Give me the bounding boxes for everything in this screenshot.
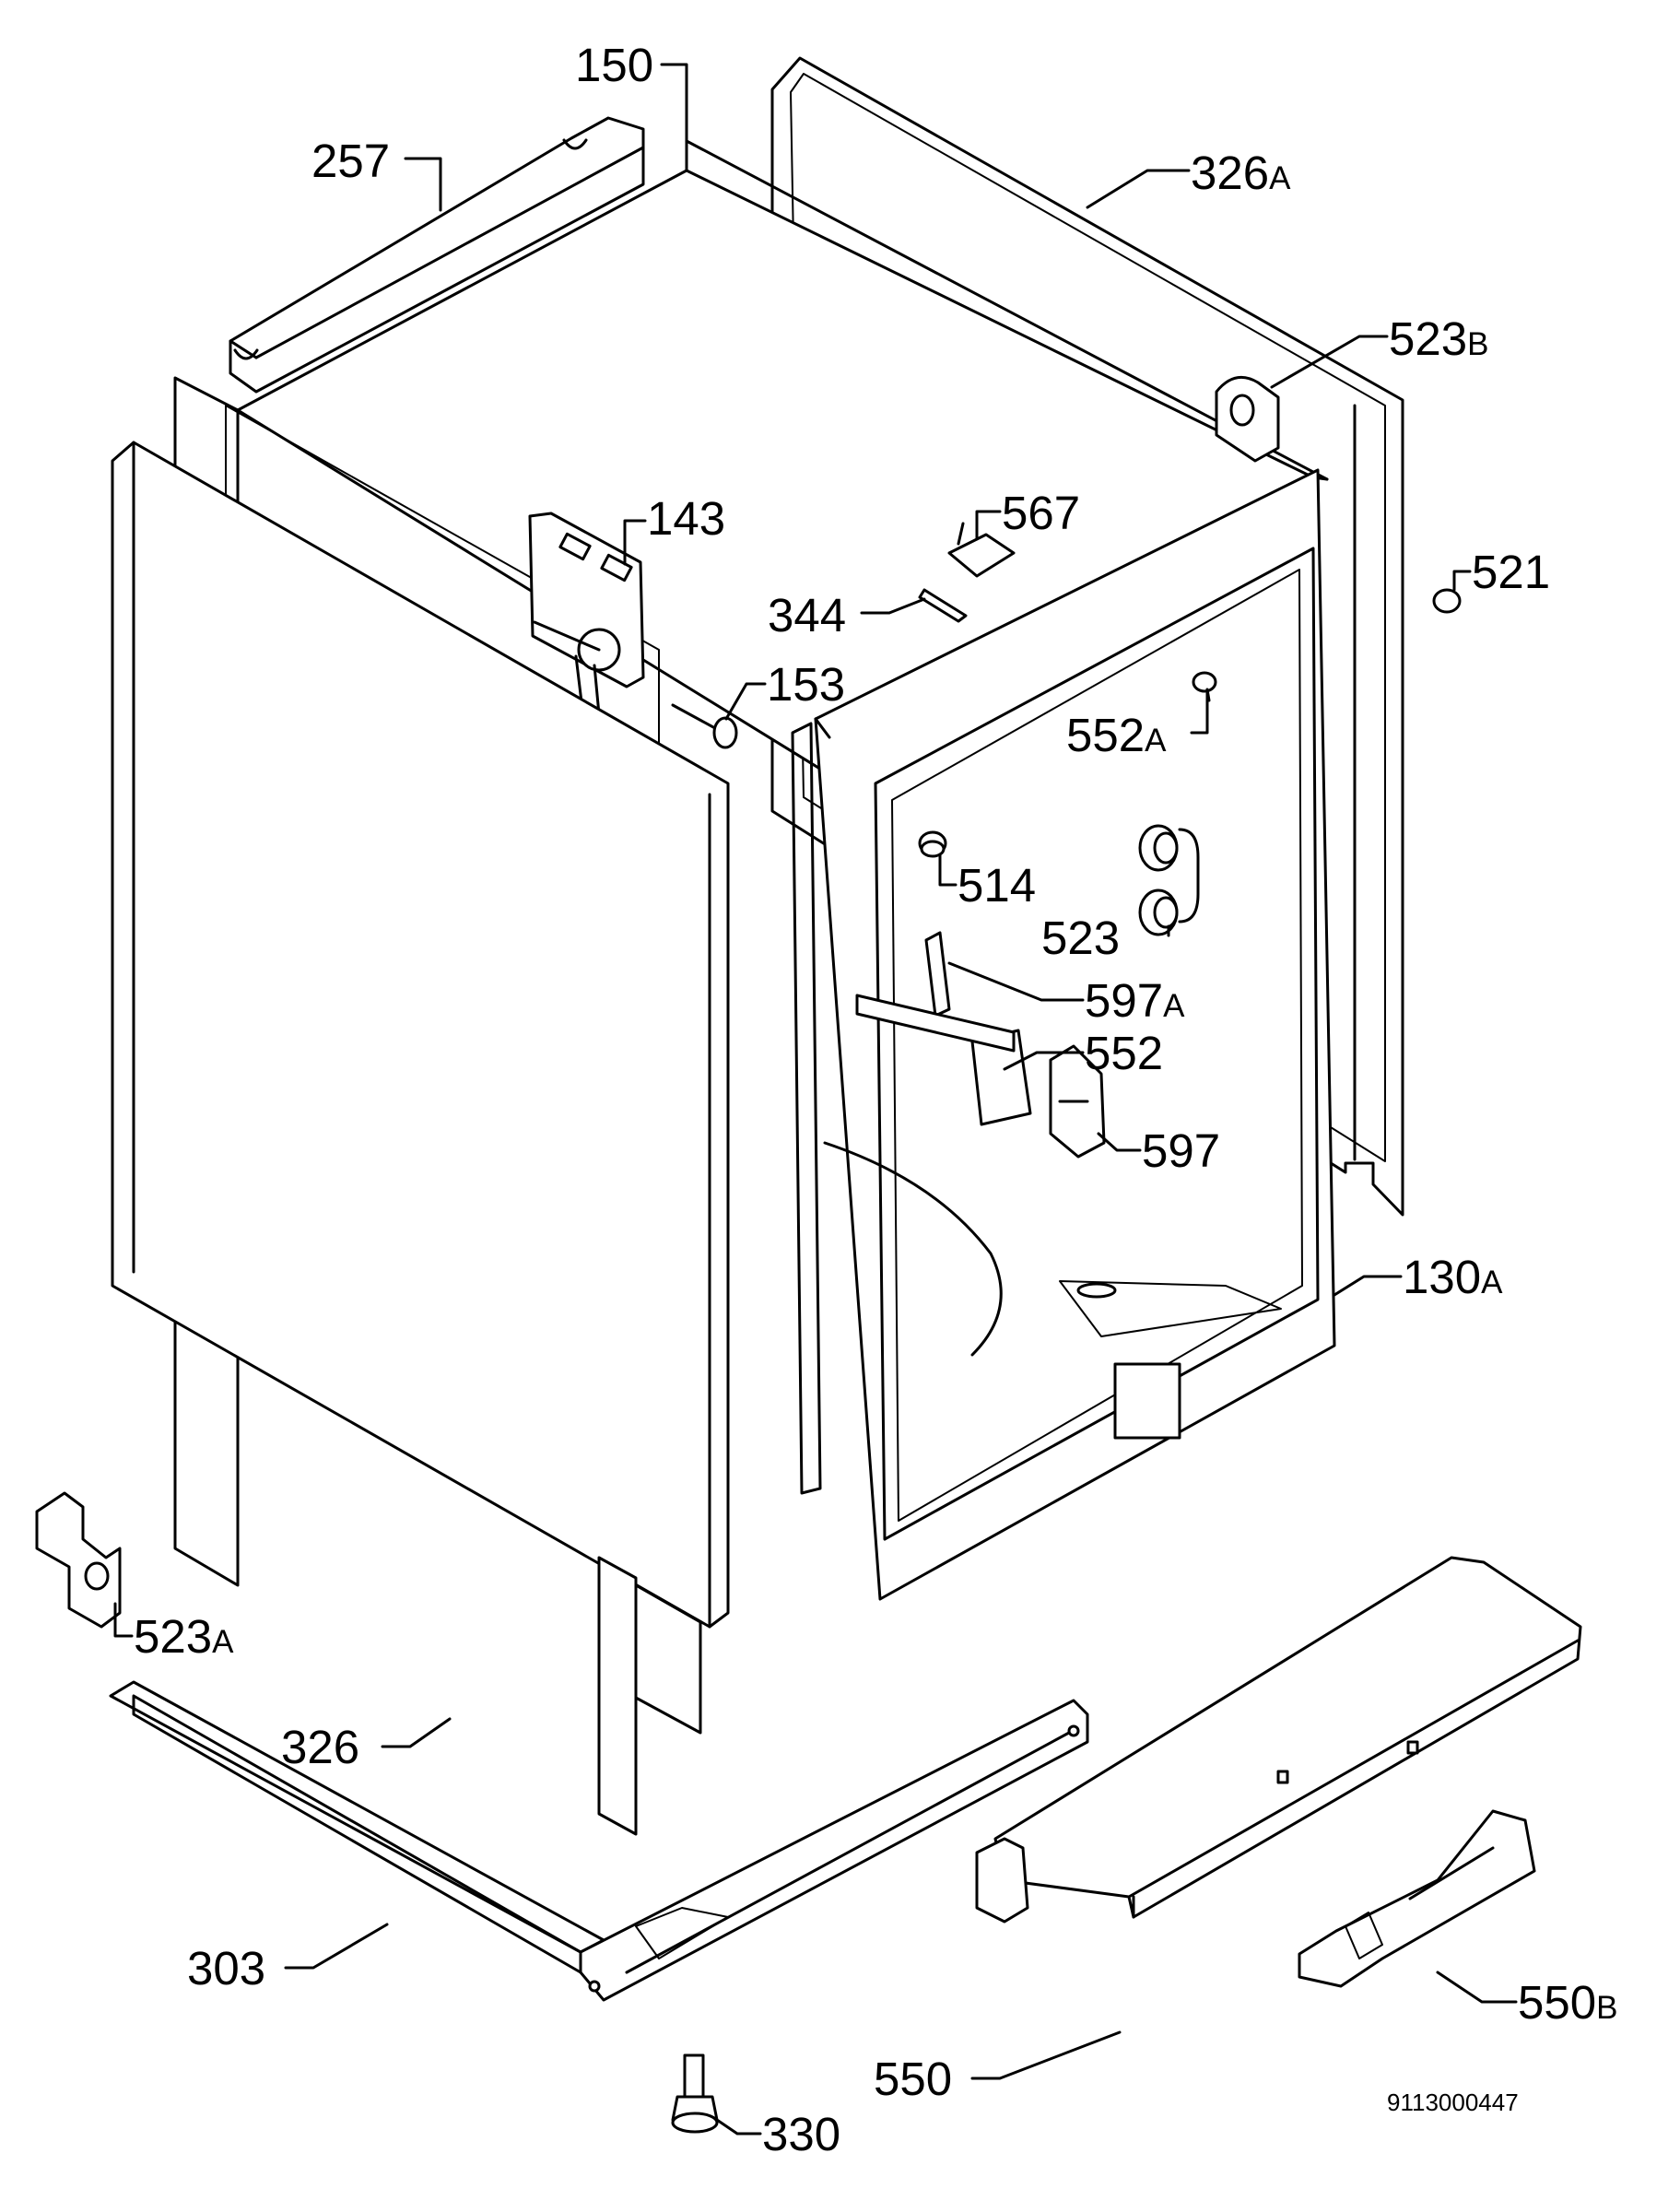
part-523a-foot-bracket: [35, 1491, 122, 1629]
label-597a: 597A: [1085, 974, 1185, 1027]
part-326-front-panel: [111, 441, 730, 1836]
label-552: 552: [1085, 1027, 1163, 1079]
part-257-side-strip: [229, 116, 645, 394]
label-153: 153: [767, 658, 845, 711]
part-130a-door-frame: [791, 468, 1336, 1601]
label-326a: 326A: [1191, 147, 1291, 199]
part-550b-bracket: [1298, 1809, 1536, 1988]
label-567: 567: [1002, 487, 1080, 539]
leader-550: [970, 2030, 1122, 2080]
leader-550b: [1436, 1971, 1518, 2004]
part-303-base-frame: [109, 1680, 1089, 2002]
part-344-spring: [918, 588, 968, 623]
leader-514: [938, 853, 957, 887]
part-514-plug: [918, 830, 947, 858]
part-tub-floor: [823, 1141, 1282, 1440]
label-330: 330: [762, 2108, 840, 2160]
leader-597a: [947, 961, 1085, 1002]
label-552a: 552A: [1066, 709, 1167, 761]
part-597a-rail: [924, 931, 951, 1018]
leader-552a: [1190, 691, 1209, 735]
part-143-hinge-bracket: [528, 512, 645, 716]
label-550b: 550B: [1518, 1976, 1617, 2029]
leader-567: [975, 510, 1002, 541]
label-521: 521: [1472, 546, 1550, 598]
label-523: 523: [1041, 912, 1120, 964]
label-514: 514: [957, 859, 1036, 912]
leader-521: [1452, 570, 1472, 592]
leader-303: [284, 1923, 389, 1970]
part-552-runner: [855, 994, 1032, 1126]
part-597-bracket: [1049, 1044, 1106, 1159]
label-550: 550: [874, 2053, 952, 2105]
part-523-rollers: [1138, 824, 1200, 936]
leader-326a: [1086, 169, 1191, 209]
label-130a: 130A: [1403, 1251, 1503, 1303]
leader-523a: [113, 1602, 134, 1638]
part-153-pin: [671, 703, 738, 749]
label-326: 326: [281, 1721, 359, 1773]
label-523a: 523A: [134, 1610, 234, 1663]
leader-523b: [1270, 335, 1389, 389]
document-number: 9113000447: [1387, 2088, 1519, 2116]
label-597: 597: [1142, 1124, 1220, 1177]
leader-150: [660, 63, 688, 143]
label-523b: 523B: [1389, 312, 1488, 365]
leader-153: [724, 682, 767, 721]
label-303: 303: [187, 1942, 265, 1994]
leader-lines: [113, 63, 1518, 2136]
leader-344: [860, 597, 926, 615]
part-550-kick-plate: [975, 1556, 1582, 1924]
leader-597: [1097, 1132, 1142, 1152]
part-521-screw: [1432, 588, 1462, 614]
part-523b-pulley-bracket: [1215, 375, 1280, 463]
leader-326: [381, 1717, 452, 1748]
part-567-clip: [947, 522, 1016, 578]
leader-143: [623, 519, 647, 566]
leader-257: [404, 157, 442, 212]
leader-130a: [1333, 1275, 1403, 1297]
callout-labels: 150 257 326A 523B 143 567 521 344 153 55…: [134, 39, 1617, 2160]
leader-552: [1003, 1051, 1085, 1071]
label-257: 257: [311, 135, 390, 187]
label-344: 344: [768, 589, 846, 641]
leader-330: [712, 2116, 762, 2136]
part-330-adjustable-foot: [671, 2053, 719, 2134]
label-143: 143: [647, 492, 725, 545]
label-150: 150: [575, 39, 653, 91]
